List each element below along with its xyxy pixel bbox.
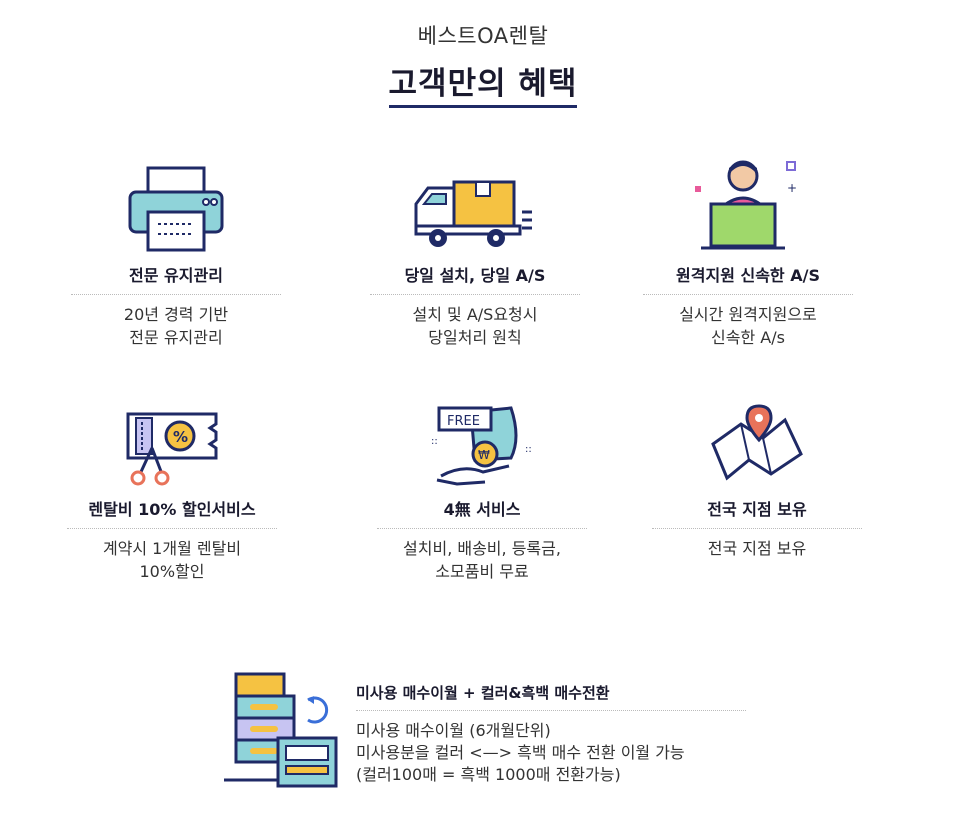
benefit-card-branches: 전국 지점 보유 전국 지점 보유 — [607, 392, 907, 560]
desc-line: 10%할인 — [139, 562, 205, 581]
desc-line: 실시간 원격지원으로 — [679, 305, 817, 324]
bottom-desc: 미사용 매수이월 (6개월단위) 미사용분을 컬러 <—> 흑백 매수 전환 이… — [356, 720, 685, 786]
delivery-truck-icon — [325, 158, 625, 254]
benefit-card-remote: + 원격지원 신속한 A/S 실시간 원격지원으로 신속한 A/s — [598, 158, 898, 349]
svg-text:₩: ₩ — [478, 448, 490, 462]
benefit-title: 전국 지점 보유 — [707, 500, 807, 519]
benefit-desc: 실시간 원격지원으로 신속한 A/s — [598, 303, 898, 349]
bottom-title: 미사용 매수이월 + 컬러&흑백 매수전환 — [356, 684, 610, 702]
benefit-card-same-day: 당일 설치, 당일 A/S 설치 및 A/S요청시 당일처리 원칙 — [325, 158, 625, 349]
divider — [370, 294, 580, 295]
svg-text:::: :: — [525, 444, 532, 455]
desc-line: 전국 지점 보유 — [707, 539, 807, 558]
benefit-card-free-service: FREE ₩ :: :: 4無 서비스 설치비, 배송비, 등록금, 소모품비 … — [332, 392, 632, 583]
divider — [67, 528, 277, 529]
benefit-desc: 설치비, 배송비, 등록금, 소모품비 무료 — [332, 537, 632, 583]
remote-support-icon: + — [598, 158, 898, 254]
desc-line: 설치비, 배송비, 등록금, — [403, 539, 561, 558]
divider — [643, 294, 853, 295]
benefit-card-discount: % 렌탈비 10% 할인서비스 계약시 1개월 렌탈비 10%할인 — [22, 392, 322, 583]
benefit-title: 전문 유지관리 — [129, 266, 223, 285]
svg-text:FREE: FREE — [447, 414, 480, 429]
svg-text:::: :: — [431, 436, 438, 447]
desc-line: 미사용분을 컬러 <—> 흑백 매수 전환 이월 가능 — [356, 743, 685, 762]
bottom-feature: 미사용 매수이월 + 컬러&흑백 매수전환 미사용 매수이월 (6개월단위) 미… — [222, 668, 762, 798]
desc-line: 20년 경력 기반 — [123, 305, 229, 324]
benefit-title: 당일 설치, 당일 A/S — [404, 266, 546, 285]
svg-text:+: + — [787, 181, 797, 195]
benefit-desc: 전국 지점 보유 — [607, 537, 907, 560]
divider — [652, 528, 862, 529]
desc-line: 설치 및 A/S요청시 — [412, 305, 538, 324]
desc-line: 당일처리 원칙 — [428, 328, 522, 347]
printer-icon — [26, 158, 326, 254]
discount-coupon-icon: % — [22, 392, 322, 488]
page-title: 고객만의 혜택 — [388, 58, 578, 108]
benefit-desc: 계약시 1개월 렌탈비 10%할인 — [22, 537, 322, 583]
divider — [356, 710, 746, 711]
copier-exchange-icon — [222, 668, 342, 793]
benefit-desc: 설치 및 A/S요청시 당일처리 원칙 — [325, 303, 625, 349]
brand-subtitle: 베스트OA렌탈 — [417, 24, 549, 48]
benefit-desc: 20년 경력 기반 전문 유지관리 — [26, 303, 326, 349]
desc-line: 소모품비 무료 — [435, 562, 529, 581]
benefit-title: 원격지원 신속한 A/S — [676, 266, 820, 285]
desc-line: 계약시 1개월 렌탈비 — [102, 539, 242, 558]
desc-line: (컬러100매 = 흑백 1000매 전환가능) — [356, 765, 621, 784]
divider — [377, 528, 587, 529]
divider — [71, 294, 281, 295]
svg-text:%: % — [173, 428, 188, 446]
desc-line: 전문 유지관리 — [129, 328, 223, 347]
desc-line: 미사용 매수이월 (6개월단위) — [356, 721, 551, 740]
free-service-icon: FREE ₩ :: :: — [332, 392, 632, 488]
page-header: 베스트OA렌탈 고객만의 혜택 — [0, 14, 966, 108]
desc-line: 신속한 A/s — [711, 328, 785, 347]
benefit-card-maintenance: 전문 유지관리 20년 경력 기반 전문 유지관리 — [26, 158, 326, 349]
benefit-title: 4無 서비스 — [443, 500, 521, 519]
benefit-title: 렌탈비 10% 할인서비스 — [88, 500, 256, 519]
map-pin-icon — [607, 392, 907, 488]
